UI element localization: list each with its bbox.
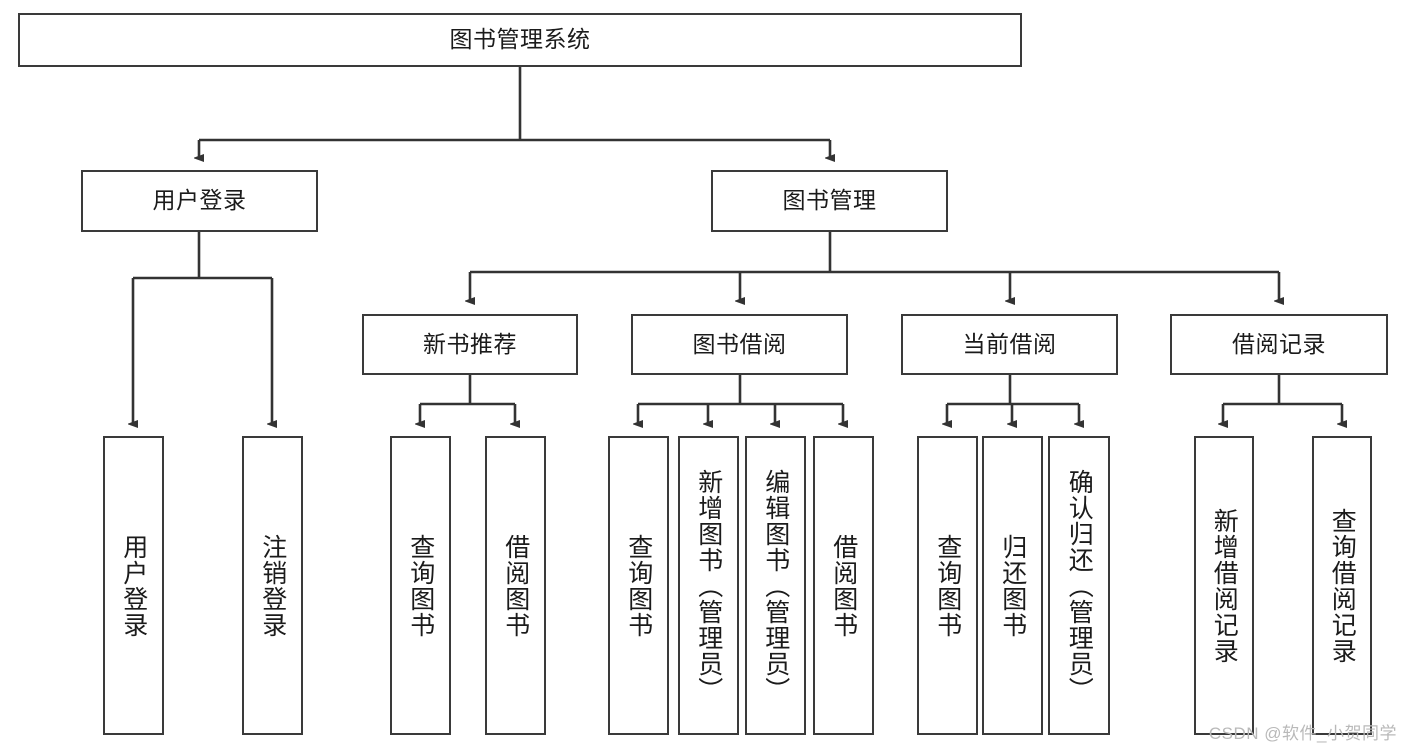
node-current-borrow-label: 当前借阅 <box>962 330 1057 357</box>
node-leaf-add-record[interactable]: 新增借阅记录 <box>1194 436 1254 735</box>
node-leaf-query-book-2[interactable]: 查询图书 <box>608 436 669 735</box>
node-leaf-return-book[interactable]: 归还图书 <box>982 436 1043 735</box>
node-leaf-return-book-label: 归还图书 <box>998 533 1027 638</box>
node-book-management[interactable]: 图书管理 <box>711 170 948 232</box>
node-book-borrow-label: 图书借阅 <box>692 330 787 357</box>
node-root-label: 图书管理系统 <box>449 26 591 53</box>
node-leaf-confirm-return-label: 确认归还（管理员） <box>1065 468 1094 703</box>
node-leaf-query-book-1-label: 查询图书 <box>406 533 435 638</box>
node-leaf-borrow-book-1-label: 借阅图书 <box>501 533 530 638</box>
node-new-book-recommend[interactable]: 新书推荐 <box>362 314 578 375</box>
node-leaf-add-book-label: 新增图书（管理员） <box>694 468 723 703</box>
node-leaf-user-login[interactable]: 用户登录 <box>103 436 164 735</box>
node-leaf-query-book-2-label: 查询图书 <box>624 533 653 638</box>
node-leaf-confirm-return[interactable]: 确认归还（管理员） <box>1048 436 1110 735</box>
node-leaf-borrow-book-1[interactable]: 借阅图书 <box>485 436 546 735</box>
node-leaf-user-logout[interactable]: 注销登录 <box>242 436 303 735</box>
node-user-login[interactable]: 用户登录 <box>81 170 318 232</box>
node-book-borrow[interactable]: 图书借阅 <box>631 314 848 375</box>
node-leaf-edit-book[interactable]: 编辑图书（管理员） <box>745 436 806 735</box>
node-leaf-user-login-label: 用户登录 <box>119 533 148 638</box>
node-new-book-recommend-label: 新书推荐 <box>423 330 517 357</box>
node-leaf-user-logout-label: 注销登录 <box>258 533 287 638</box>
node-leaf-query-book-3-label: 查询图书 <box>933 533 962 638</box>
node-leaf-query-record-label: 查询借阅记录 <box>1328 507 1357 664</box>
node-leaf-add-book[interactable]: 新增图书（管理员） <box>678 436 739 735</box>
node-leaf-edit-book-label: 编辑图书（管理员） <box>761 468 790 703</box>
node-leaf-borrow-book-2[interactable]: 借阅图书 <box>813 436 874 735</box>
node-leaf-borrow-book-2-label: 借阅图书 <box>829 533 858 638</box>
watermark-text: CSDN @软件_小贺同学 <box>1208 724 1397 743</box>
node-current-borrow[interactable]: 当前借阅 <box>901 314 1118 375</box>
node-root[interactable]: 图书管理系统 <box>18 13 1022 67</box>
node-leaf-query-book-1[interactable]: 查询图书 <box>390 436 451 735</box>
node-leaf-add-record-label: 新增借阅记录 <box>1210 507 1239 664</box>
node-leaf-query-book-3[interactable]: 查询图书 <box>917 436 978 735</box>
node-borrow-record[interactable]: 借阅记录 <box>1170 314 1388 375</box>
node-user-login-label: 用户登录 <box>152 187 247 214</box>
node-borrow-record-label: 借阅记录 <box>1232 330 1326 357</box>
node-book-management-label: 图书管理 <box>782 187 877 214</box>
node-leaf-query-record[interactable]: 查询借阅记录 <box>1312 436 1372 735</box>
